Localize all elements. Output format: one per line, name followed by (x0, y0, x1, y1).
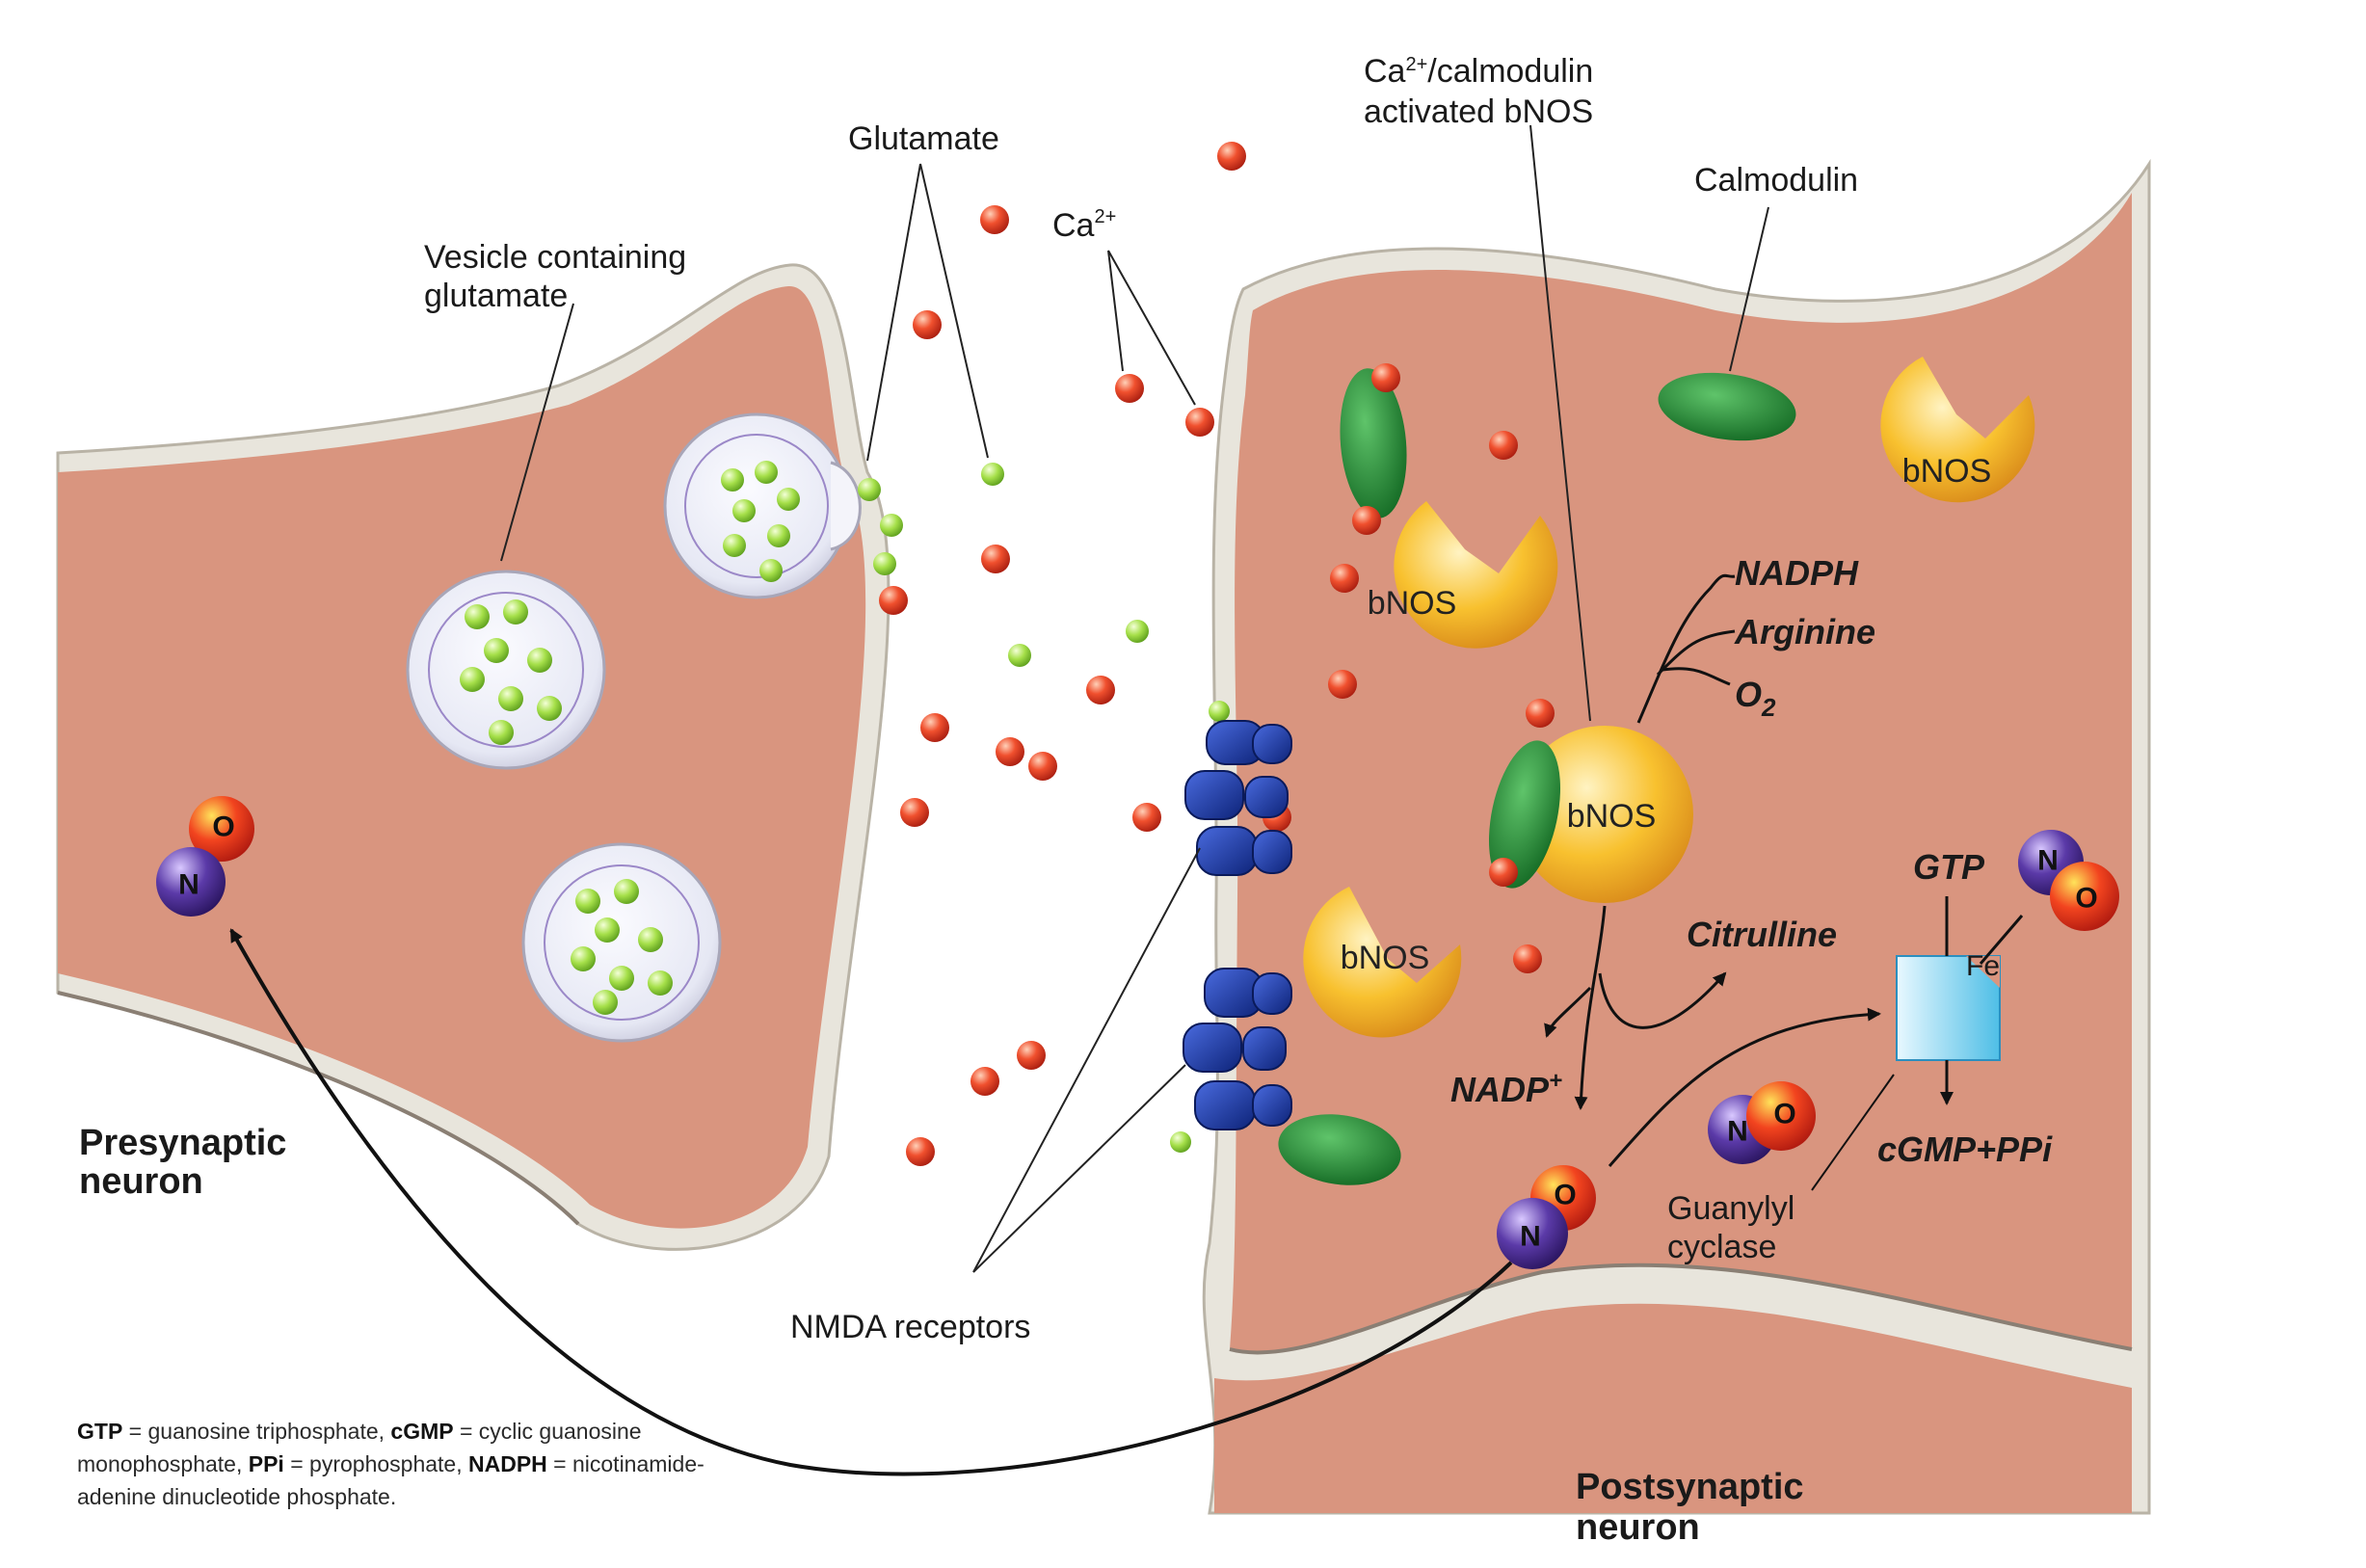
bnos-enzyme-3: bNOS (1303, 887, 1462, 1038)
nadp-label: NADP+ (1450, 1068, 1562, 1109)
svg-text:O: O (212, 811, 234, 843)
svg-text:bNOS: bNOS (1341, 940, 1430, 976)
nmda-receptor-1 (1184, 720, 1292, 876)
legend-term-ppi: PPi (248, 1451, 284, 1476)
postsynaptic-lower-membrane (1229, 1262, 2133, 1355)
svg-text:bNOS: bNOS (1567, 798, 1657, 835)
svg-text:bNOS: bNOS (1902, 453, 1992, 490)
cgmp-ppi-label: cGMP+PPi (1877, 1129, 2053, 1169)
calcium-on-calmodulin (1352, 363, 1400, 535)
o2-label: O2 (1735, 675, 1776, 722)
vesicle-label-2: glutamate (424, 278, 568, 314)
calmodulin-free (1658, 372, 1796, 441)
svg-text:bNOS: bNOS (1368, 585, 1457, 622)
legend-term-nadph: NADPH (468, 1451, 547, 1476)
postsynaptic-lower-cytoplasm (1214, 1303, 2132, 1513)
no-molecule-free: N O (1708, 1081, 1816, 1164)
guanylyl-label-2: cyclase (1667, 1229, 1776, 1265)
retrograde-no-arrow (229, 928, 1513, 1476)
fe-label: Fe (1966, 950, 2000, 982)
bnos-enzyme-2: bNOS (1880, 357, 2035, 503)
nmda-receptors-label: NMDA receptors (790, 1309, 1030, 1345)
arginine-label: Arginine (1734, 612, 1875, 651)
legend-term-gtp: GTP (77, 1419, 123, 1444)
legend-term-cgmp: cGMP (390, 1419, 454, 1444)
svg-text:N: N (1727, 1116, 1748, 1148)
nadph-label: NADPH (1735, 553, 1859, 593)
svg-text:N: N (2037, 845, 2059, 877)
substrate-lines (1636, 573, 1736, 724)
calmodulin-label: Calmodulin (1694, 162, 1858, 199)
leader-lines (500, 124, 1769, 1273)
vesicle-fusing (663, 412, 862, 599)
bnos-enzyme-1: bNOS (1368, 501, 1558, 649)
svg-text:O: O (2075, 883, 2097, 915)
legend-def-nadph: = nicotinamide-adenine dinucleotide phos… (77, 1451, 704, 1509)
nmda-receptor-2 (1183, 968, 1292, 1130)
no-molecule-produced: O N (1497, 1165, 1596, 1269)
guanylyl-label-1: Guanylyl (1667, 1190, 1794, 1227)
svg-text:O: O (1773, 1099, 1795, 1130)
presynaptic-label-2: neuron (79, 1161, 203, 1202)
postsynaptic-label-2: neuron (1576, 1507, 1700, 1548)
gtp-label: GTP (1913, 847, 1985, 887)
no-molecule-bound: N O (2018, 830, 2119, 931)
calmodulin-bound-ca (1340, 368, 1407, 518)
calmodulin-lower (1278, 1114, 1401, 1185)
vesicle-label-1: Vesicle containing (424, 239, 686, 276)
calcium-label: Ca2+ (1052, 206, 1116, 244)
svg-text:O: O (1554, 1180, 1576, 1211)
bnos-activated: bNOS (1488, 699, 1693, 903)
vesicle-2 (521, 842, 722, 1043)
no-molecule-presynaptic: O N (156, 796, 254, 917)
legend-def-ppi: = pyrophosphate, (283, 1451, 468, 1476)
presynaptic-label-1: Presynaptic (79, 1123, 286, 1163)
svg-text:N: N (1520, 1221, 1541, 1253)
citrulline-label: Citrulline (1687, 915, 1837, 954)
postsynaptic-label-1: Postsynaptic (1576, 1467, 1804, 1507)
ca-calmodulin-bnos-label-1: Ca2+/calmodulin (1364, 53, 1593, 90)
glutamate-label: Glutamate (848, 120, 999, 157)
product-arrows (1544, 905, 1881, 1167)
glutamate-molecules (460, 461, 1230, 1153)
calcium-ions (879, 142, 1542, 1166)
svg-text:N: N (178, 869, 199, 901)
legend-def-cgmp: = cyclic guanosine monophosphate, (77, 1419, 642, 1476)
presynaptic-lower-membrane (57, 991, 580, 1226)
legend-def-gtp: = guanosine triphosphate, (122, 1419, 391, 1444)
ca-calmodulin-bnos-label-2: activated bNOS (1364, 93, 1593, 130)
guanylyl-cyclase: Fe (1811, 896, 2024, 1191)
abbreviation-legend: GTP = guanosine triphosphate, cGMP = cyc… (77, 1415, 752, 1513)
